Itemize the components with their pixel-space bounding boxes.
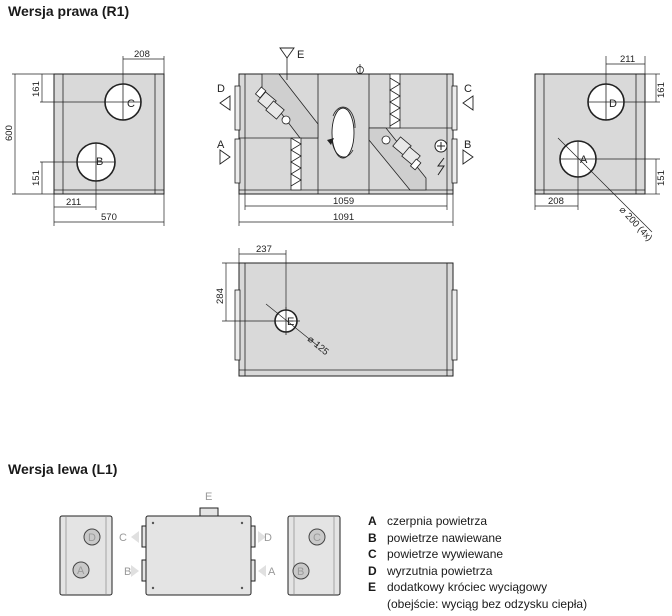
l1-pipe-right-bottom bbox=[250, 559, 256, 582]
label-port-a: A bbox=[580, 154, 588, 166]
l1-label-d-right: D bbox=[264, 532, 272, 544]
l1-label-d: D bbox=[88, 532, 96, 544]
front-view-center: D A C B E bbox=[217, 47, 474, 226]
l1-port-b bbox=[292, 562, 310, 580]
title-right-version: Wersja prawa (R1) bbox=[8, 3, 130, 19]
dim-570: 570 bbox=[101, 212, 117, 223]
plan-pipe-right bbox=[451, 289, 458, 361]
dim-151-left: 151 bbox=[31, 170, 42, 186]
l1-unit-body bbox=[145, 515, 252, 596]
l1-arrow-d bbox=[258, 531, 266, 543]
side-view-left: C B 600 161 151 208 211 570 bbox=[4, 49, 165, 226]
l1-arrow-a bbox=[258, 565, 266, 577]
arrow-c-in bbox=[462, 95, 474, 111]
l1-port-d bbox=[83, 528, 101, 546]
l1-label-e: E bbox=[205, 491, 212, 503]
dim-151-right: 151 bbox=[656, 170, 667, 186]
l1-arrow-c bbox=[131, 531, 139, 543]
label-port-b: B bbox=[96, 156, 103, 168]
heat-exchanger-icon bbox=[389, 73, 401, 129]
dim-211-right: 211 bbox=[620, 54, 635, 65]
plan-pipe-left bbox=[234, 289, 241, 361]
pipe-right-top bbox=[451, 85, 458, 131]
arrow-d-out bbox=[219, 95, 231, 111]
dim-161-right: 161 bbox=[656, 82, 667, 98]
label-port-c: C bbox=[127, 98, 135, 110]
dim-1059: 1059 bbox=[333, 196, 354, 207]
l1-pipe-left-bottom bbox=[141, 559, 147, 582]
dim-208-top: 208 bbox=[134, 49, 150, 60]
dim-161-left: 161 bbox=[31, 81, 42, 97]
dim-diameter-200: ⌀ 200 (4x) bbox=[617, 205, 655, 244]
arrow-b-out bbox=[462, 149, 474, 165]
l1-port-a bbox=[72, 561, 90, 579]
l1-arrow-b bbox=[131, 565, 139, 577]
l1-side-view-left: D A bbox=[59, 515, 113, 596]
label-b-center: B bbox=[464, 139, 471, 151]
l1-label-b: B bbox=[124, 566, 131, 578]
l1-side-view-right: C B bbox=[287, 515, 341, 596]
fan-icon bbox=[368, 127, 427, 191]
l1-label-a-right: A bbox=[268, 566, 276, 578]
label-d-center: D bbox=[217, 83, 225, 95]
pipe-left-bottom bbox=[234, 138, 241, 184]
l1-left-body bbox=[59, 515, 113, 596]
l1-label-b-right: B bbox=[297, 566, 304, 578]
l1-front-view: E C B D A bbox=[119, 491, 276, 596]
l1-port-c bbox=[308, 528, 326, 546]
side-view-right-body bbox=[534, 73, 646, 195]
bypass-rotor-icon bbox=[327, 106, 356, 159]
electric-heater-icon bbox=[437, 157, 445, 176]
plan-view-body bbox=[238, 262, 454, 377]
l1-label-a: A bbox=[77, 565, 85, 577]
fan-icon bbox=[254, 73, 319, 139]
side-view-right: D A 211 161 151 208 ⌀ 200 (4x) bbox=[534, 54, 667, 244]
dim-208-bottom: 208 bbox=[548, 196, 564, 207]
l1-pipe-right-top bbox=[250, 525, 256, 548]
label-a-center: A bbox=[217, 139, 225, 151]
l1-pipe-left-top bbox=[141, 525, 147, 548]
triangle-marker-icon bbox=[279, 47, 295, 59]
dim-1091: 1091 bbox=[333, 212, 354, 223]
l1-label-c: C bbox=[119, 532, 127, 544]
title-left-version: Wersja lewa (L1) bbox=[8, 461, 118, 477]
arrow-a-in bbox=[219, 149, 231, 165]
label-port-d: D bbox=[609, 98, 617, 110]
l1-label-c-right: C bbox=[313, 532, 321, 544]
l1-right-body bbox=[287, 515, 341, 596]
pipe-right-bottom bbox=[451, 138, 458, 184]
dim-211-left: 211 bbox=[66, 197, 81, 208]
dim-237: 237 bbox=[256, 244, 272, 255]
dim-600: 600 bbox=[4, 125, 15, 141]
label-port-e: E bbox=[287, 316, 294, 328]
pipe-left-top bbox=[234, 85, 241, 131]
label-c-center: C bbox=[464, 83, 472, 95]
dim-284: 284 bbox=[215, 288, 226, 304]
legend-note: (obejście: wyciąg bez odzysku ciepła) bbox=[387, 596, 588, 611]
heat-exchanger-icon bbox=[290, 137, 302, 191]
plan-view: E 237 284 ⌀ 125 bbox=[215, 244, 458, 377]
label-e-center: E bbox=[297, 49, 304, 61]
l1-top-connector bbox=[199, 507, 219, 517]
plus-circle-icon bbox=[434, 139, 448, 153]
